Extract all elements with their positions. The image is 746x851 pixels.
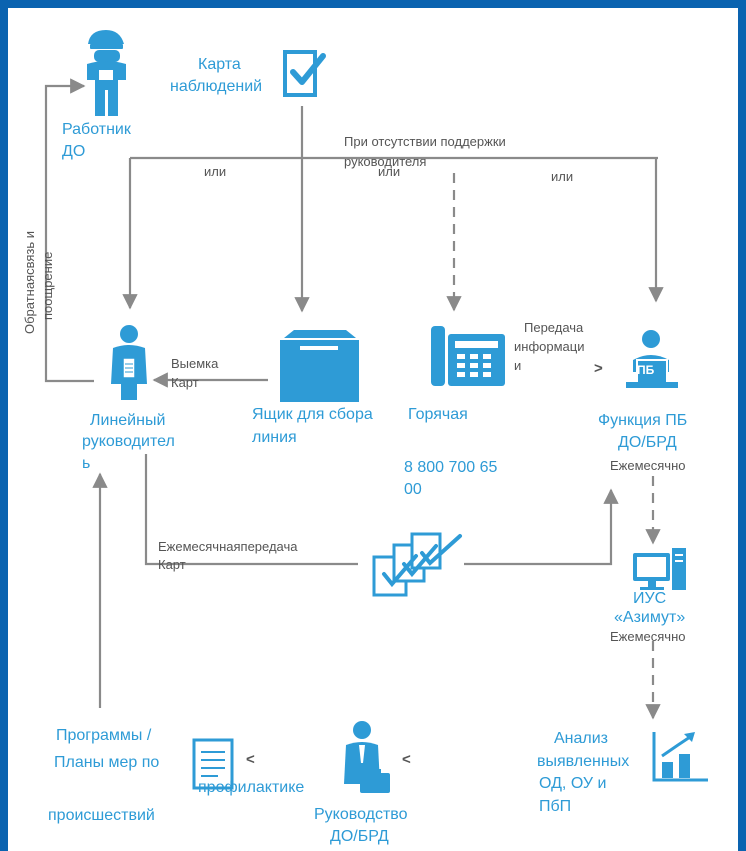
analysis-label-4: ПбП [539,798,572,815]
worker-label-2: ДО [62,143,86,160]
analysis-label-1: Анализ [554,730,609,747]
card-label-2: наблюдений [170,78,263,95]
worker-icon [87,30,126,116]
programs-label-2: Планы мер по [54,754,160,771]
analysis-label-3: ОД, ОУ и [539,775,607,792]
phone-icon [431,326,505,386]
hotline-label: Горячая [408,406,468,423]
extract-label-2: Карт [171,375,199,390]
line-manager-to-checklist [144,454,358,566]
manager-label-2: руководител [82,433,175,450]
monthly-label-2: Ежемесячно [610,629,686,644]
leadership-icon [344,721,390,793]
feedback-label-2: поощрение [40,251,55,320]
or-label-left: или [204,164,227,179]
collection-box-icon [280,330,359,402]
monthly-label-1: Ежемесячно [610,458,686,473]
no-support-label-2: руководителя [344,154,427,169]
chevron-right-icon: > [594,360,603,377]
ius-label-1: ИУС [633,590,667,607]
computer-icon [633,548,686,590]
monthly-transfer-label-1: Ежемесячнаяпередача [158,539,298,554]
card-label-1: Карта [198,56,241,73]
pb-screen-label: ПБ [637,363,655,377]
ius-label-2: «Азимут» [614,609,686,626]
checkbox-icon [283,50,326,97]
analysis-label-2: выявленных [537,753,630,770]
pb-label-2: ДО/БРД [618,434,677,451]
analysis-chart-icon [652,732,708,782]
programs-label-1: Программы / [56,727,152,744]
feedback-line [44,78,94,383]
manager-label-1: Линейный [90,412,166,429]
connectors-layer [44,30,708,793]
checklist-icon [372,532,462,597]
diagram-canvas: Работник ДО Карта наблюдений Линейный ру… [8,8,738,851]
box-label-1: Ящик для сбора [252,406,373,423]
leadership-label-1: Руководство [314,806,408,823]
transfer-label-2: информаци [514,339,585,354]
pb-label-1: Функция ПБ [598,412,688,429]
manager-icon [111,325,147,400]
chevron-left-icon-leadership: < [402,751,411,768]
chevron-left-icon-programs: < [246,751,255,768]
extract-label-1: Выемка [171,356,219,371]
leadership-label-2: ДО/БРД [330,828,389,845]
worker-label-1: Работник [62,121,131,138]
transfer-label-1: Передача [524,320,584,335]
feedback-label-1: Обратнаясвязь и [22,230,37,334]
hotline-phone-1: 8 800 700 65 [404,459,498,476]
or-label-middle: или [378,164,401,179]
no-support-label-1: При отсутствии поддержки [344,134,506,149]
hotline-phone-2: 00 [404,481,422,498]
pb-operator-icon [626,330,678,388]
box-label-2: линия [252,429,297,446]
programs-label-4: происшествий [48,807,155,824]
manager-label-3: ь [82,455,91,472]
monthly-transfer-label-2: Карт [158,557,186,572]
or-label-right: или [551,169,574,184]
programs-label-3: профилактике [198,779,305,796]
arrow-checklist-to-pb [464,488,619,566]
transfer-label-3: и [514,358,522,373]
document-icon [192,738,234,790]
